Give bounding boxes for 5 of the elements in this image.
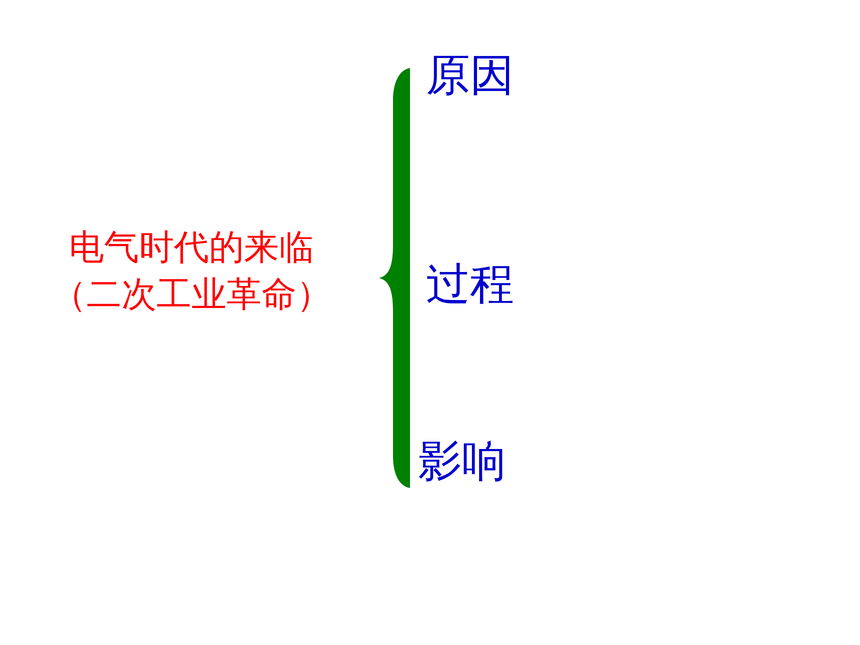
curly-brace — [379, 68, 410, 488]
branch-label: 影响 — [418, 440, 506, 484]
topic-title: 电气时代的来临（二次工业革命） — [50, 227, 332, 317]
branch-label: 过程 — [426, 263, 514, 307]
branch-label: 原因 — [426, 54, 514, 98]
